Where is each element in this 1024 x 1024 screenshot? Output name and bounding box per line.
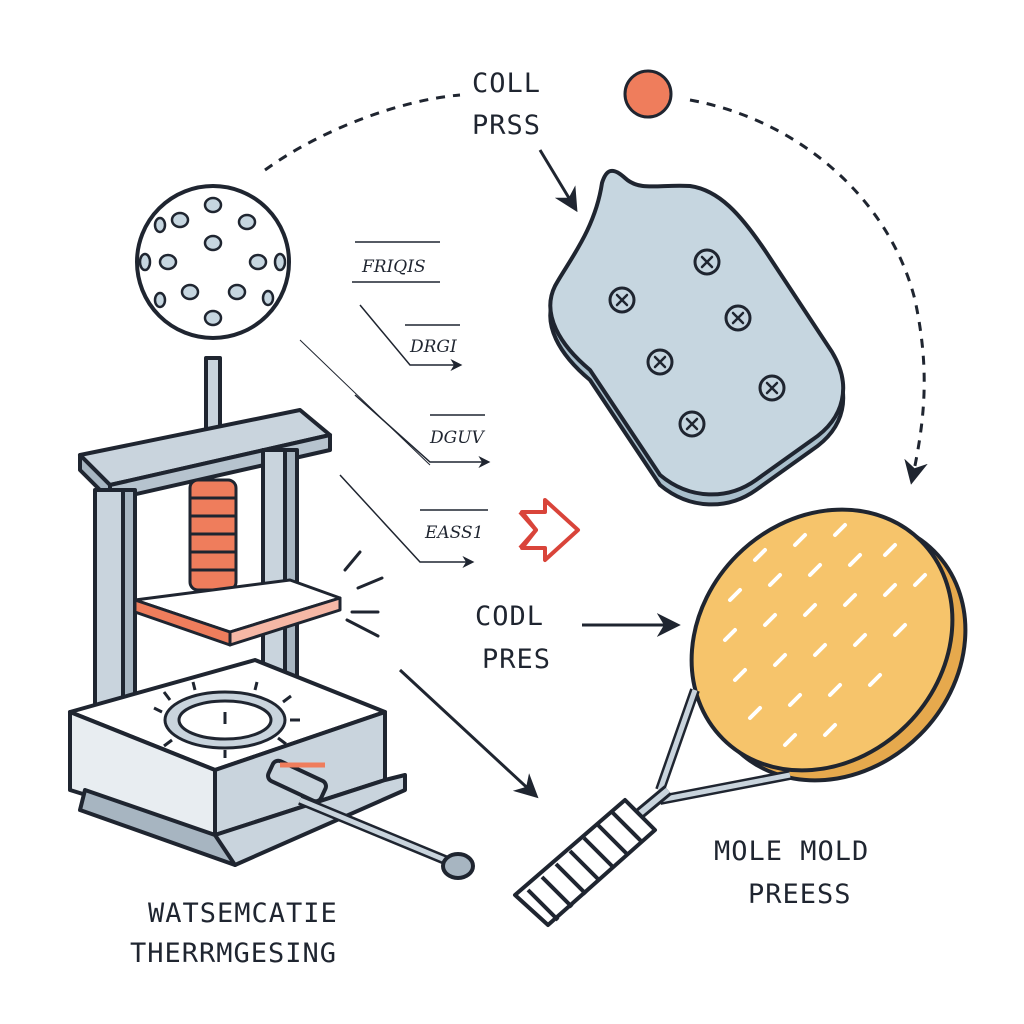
dashed-arrow-right — [689, 98, 928, 485]
heat-spark-lines — [343, 550, 384, 638]
label-coll: COLL — [472, 68, 541, 99]
red-arrow-icon — [518, 498, 580, 562]
process-steps — [299, 241, 491, 568]
racket-texture — [723, 523, 927, 747]
label-mole-mold: MOLE MOLD — [714, 836, 869, 867]
gear-icon — [153, 681, 300, 758]
step-label-3: DGUV — [429, 428, 486, 448]
heating-coil — [188, 478, 238, 592]
pickleball-icon — [135, 184, 291, 340]
dashed-arrow-top-left — [264, 93, 461, 172]
press-machine — [68, 356, 475, 880]
handle — [266, 758, 475, 880]
label-codl: CODL — [475, 601, 544, 632]
orange-dot-icon — [623, 69, 673, 119]
label-preess: PREESS — [748, 879, 852, 910]
label-prss: PRSS — [472, 110, 541, 141]
racket-grip — [513, 798, 657, 927]
step-label-1: FRIQIS — [361, 257, 426, 277]
arrow-coll-press — [538, 149, 578, 213]
arrow-press-racket — [398, 668, 539, 799]
label-pres: PRES — [482, 644, 551, 675]
step-label-4: EASS1 — [424, 523, 484, 543]
label-watsemcatie: WATSEMCATIE — [148, 898, 338, 929]
step-label-2: DRGI — [409, 337, 457, 357]
paddle-mold — [548, 168, 846, 507]
label-therrmgesing: THERRMGESING — [130, 938, 337, 969]
racket — [513, 507, 968, 927]
